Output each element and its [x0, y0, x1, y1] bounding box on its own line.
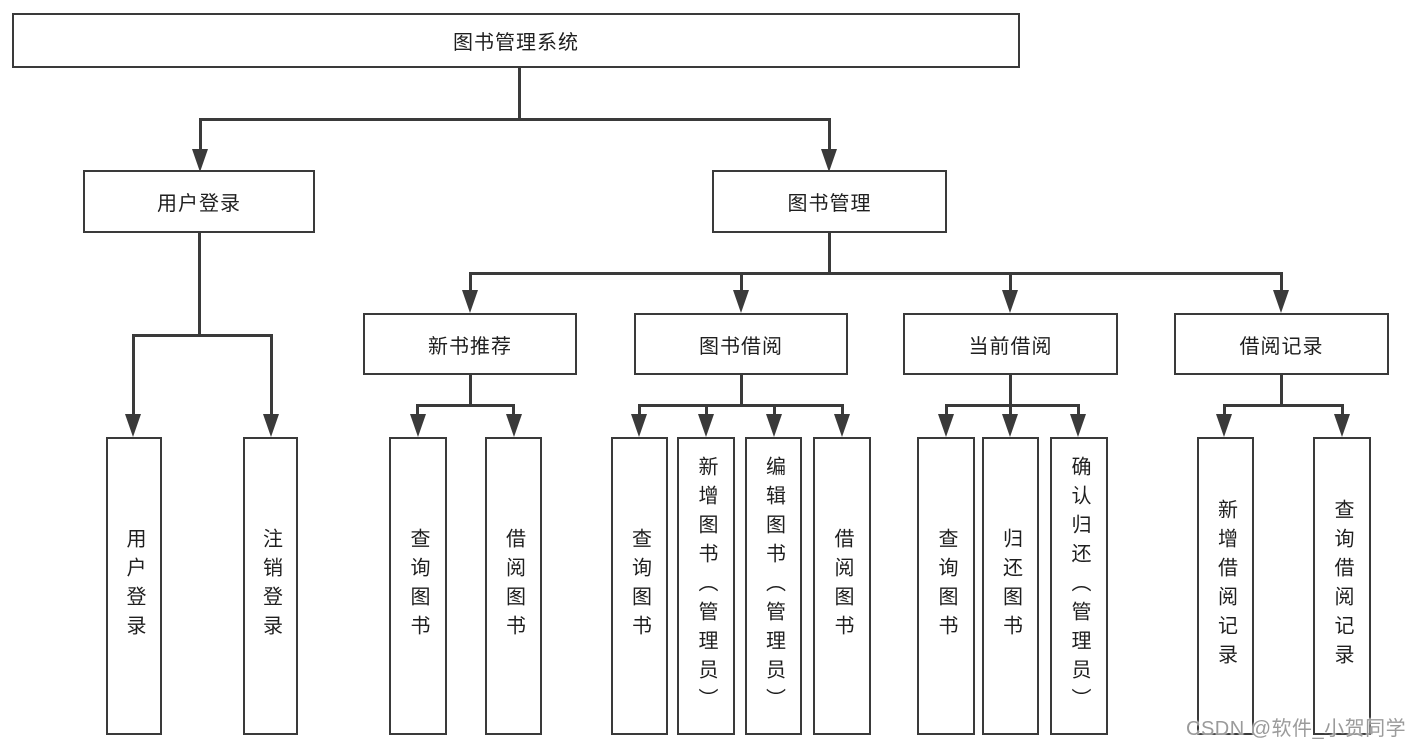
- leaf-query-books-recommend: 查询图书: [389, 437, 447, 735]
- node-book-borrowing: 图书借阅: [634, 313, 848, 375]
- arrow-down-icon: [462, 290, 478, 313]
- connector-line: [469, 272, 472, 292]
- arrow-down-icon: [192, 149, 208, 172]
- watermark-text: CSDN @软件_小贺同学: [1186, 718, 1405, 740]
- leaf-query-books-recommend-label: 查询图书: [407, 528, 429, 644]
- arrow-down-icon: [766, 414, 782, 437]
- leaf-query-books-current: 查询图书: [917, 437, 975, 735]
- leaf-query-borrow-record: 查询借阅记录: [1313, 437, 1371, 735]
- leaf-logout: 注销登录: [243, 437, 298, 735]
- node-library-system-label: 图书管理系统: [453, 32, 579, 54]
- leaf-borrow-books-recommend: 借阅图书: [485, 437, 542, 735]
- node-borrowing-records: 借阅记录: [1174, 313, 1389, 375]
- leaf-borrow-books: 借阅图书: [813, 437, 871, 735]
- arrow-down-icon: [631, 414, 647, 437]
- connector-line: [198, 233, 201, 336]
- leaf-user-login: 用户登录: [106, 437, 162, 735]
- connector-line: [841, 404, 844, 416]
- leaf-confirm-return-admin-label: 确认归还（管理员）: [1068, 455, 1090, 717]
- leaf-add-borrow-record-label: 新增借阅记录: [1214, 499, 1237, 673]
- connector-line: [638, 404, 641, 416]
- leaf-confirm-return-admin: 确认归还（管理员）: [1050, 437, 1108, 735]
- arrow-down-icon: [1334, 414, 1350, 437]
- connector-line: [416, 404, 515, 407]
- connector-line: [512, 404, 515, 416]
- leaf-edit-books-admin: 编辑图书（管理员）: [745, 437, 802, 735]
- arrow-down-icon: [733, 290, 749, 313]
- node-current-borrowing: 当前借阅: [903, 313, 1118, 375]
- arrow-down-icon: [1273, 290, 1289, 313]
- connector-line: [705, 404, 708, 416]
- leaf-query-books-borrowing: 查询图书: [611, 437, 668, 735]
- leaf-query-books-current-label: 查询图书: [935, 528, 957, 644]
- node-borrowing-records-label: 借阅记录: [1239, 335, 1324, 358]
- leaf-user-login-label: 用户登录: [123, 528, 145, 644]
- arrow-down-icon: [1070, 414, 1086, 437]
- connector-line: [1077, 404, 1080, 416]
- connector-line: [1009, 375, 1012, 406]
- connector-line: [199, 118, 202, 150]
- leaf-borrow-books-label: 借阅图书: [831, 528, 853, 644]
- node-book-management-label: 图书管理: [787, 193, 872, 215]
- connector-line: [270, 334, 273, 416]
- leaf-query-borrow-record-label: 查询借阅记录: [1331, 499, 1353, 673]
- leaf-return-books: 归还图书: [982, 437, 1039, 735]
- leaf-query-books-borrowing-label: 查询图书: [628, 528, 651, 644]
- arrow-down-icon: [506, 414, 522, 437]
- connector-line: [132, 334, 272, 337]
- leaf-logout-label: 注销登录: [259, 528, 282, 644]
- connector-line: [469, 272, 1281, 275]
- connector-line: [740, 375, 743, 406]
- node-new-book-recommend-label: 新书推荐: [428, 335, 512, 358]
- connector-line: [945, 404, 948, 416]
- node-new-book-recommend: 新书推荐: [363, 313, 577, 375]
- arrow-down-icon: [1216, 414, 1232, 437]
- connector-line: [1341, 404, 1344, 416]
- connector-line: [469, 375, 472, 406]
- connector-line: [1009, 272, 1012, 292]
- connector-line: [1280, 375, 1283, 406]
- leaf-borrow-books-recommend-label: 借阅图书: [502, 528, 525, 644]
- arrow-down-icon: [834, 414, 850, 437]
- leaf-add-borrow-record: 新增借阅记录: [1197, 437, 1254, 735]
- connector-line: [1009, 404, 1012, 416]
- node-book-management: 图书管理: [712, 170, 947, 233]
- connector-line: [199, 118, 829, 121]
- arrow-down-icon: [938, 414, 954, 437]
- connector-line: [1223, 404, 1226, 416]
- connector-line: [828, 118, 831, 150]
- node-user-login: 用户登录: [83, 170, 315, 233]
- arrow-down-icon: [410, 414, 426, 437]
- node-user-login-label: 用户登录: [157, 193, 241, 215]
- connector-line: [740, 272, 743, 292]
- connector-line: [828, 233, 831, 274]
- connector-line: [416, 404, 419, 416]
- connector-line: [1223, 404, 1344, 407]
- arrow-down-icon: [698, 414, 714, 437]
- leaf-edit-books-admin-label: 编辑图书（管理员）: [762, 455, 785, 717]
- connector-line: [638, 404, 844, 407]
- connector-line: [945, 404, 1080, 407]
- connector-line: [132, 334, 135, 416]
- node-current-borrowing-label: 当前借阅: [968, 335, 1053, 358]
- node-library-system: 图书管理系统: [12, 13, 1020, 68]
- leaf-return-books-label: 归还图书: [999, 528, 1022, 644]
- connector-line: [1280, 272, 1283, 292]
- node-book-borrowing-label: 图书借阅: [699, 335, 783, 358]
- arrow-down-icon: [821, 149, 837, 172]
- arrow-down-icon: [1002, 290, 1018, 313]
- arrow-down-icon: [1002, 414, 1018, 437]
- arrow-down-icon: [263, 414, 279, 437]
- connector-line: [773, 404, 776, 416]
- connector-line: [518, 68, 521, 118]
- leaf-add-books-admin-label: 新增图书（管理员）: [695, 455, 717, 717]
- leaf-add-books-admin: 新增图书（管理员）: [677, 437, 735, 735]
- arrow-down-icon: [125, 414, 141, 437]
